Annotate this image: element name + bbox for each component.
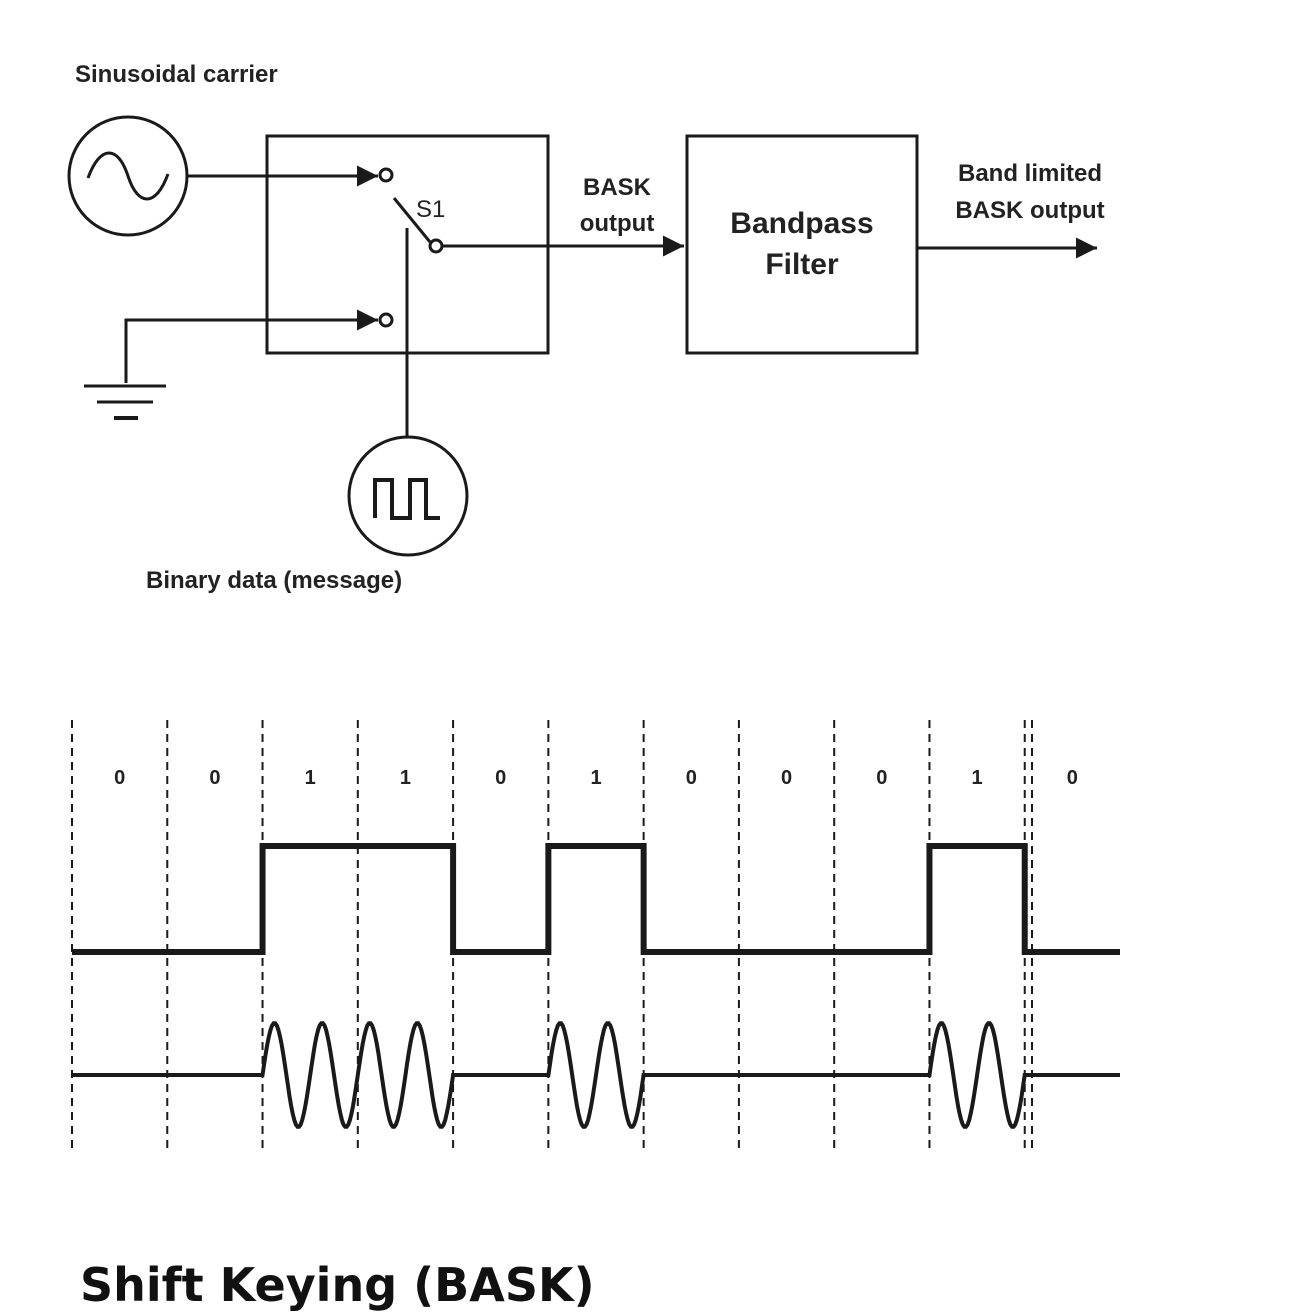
bit-label: 0 [686,767,697,789]
bandpass-filter-label-line1: Bandpass [730,207,873,240]
bit-label: 0 [209,767,220,789]
carrier-source-icon [67,115,189,237]
carrier-label: Sinusoidal carrier [75,61,278,88]
bandpass-filter-block [685,134,919,355]
ground-icon [84,384,166,420]
bit-label: 0 [876,767,887,789]
band-limited-label-line1: Band limited [958,160,1102,187]
bit-label: 1 [590,767,601,789]
bask-figure: Sinusoidal carrier S1 Binary data (messa… [67,61,1120,1312]
bit-label: 0 [781,767,792,789]
switch-terminal-top [378,167,394,183]
bit-label: 1 [400,767,411,789]
switch-terminal-bottom [378,312,394,328]
bit-label: 0 [1067,767,1078,789]
bit-label: 1 [972,767,983,789]
switch-label: S1 [416,196,445,223]
ground-to-switch-arrow [124,309,378,383]
message-square-wave [72,843,1120,955]
band-limited-label-line2: BASK output [955,197,1104,224]
bask-waveform [72,1021,1120,1129]
bit-label: 1 [305,767,316,789]
bandpass-filter-label-line2: Filter [765,248,839,281]
bit-label: 0 [114,767,125,789]
figure-caption: Shift Keying (BASK) [80,1258,595,1312]
diagram-canvas: Sinusoidal carrier S1 Binary data (messa… [67,61,1120,1150]
switch-arm [392,197,432,243]
square-wave-source-icon [347,435,469,557]
bask-output-label-line1: BASK [583,174,652,201]
timing-diagram: 0 0 1 1 0 1 0 0 0 1 0 [71,720,1120,1150]
binary-data-label: Binary data (message) [146,567,402,594]
bask-output-label-line2: output [580,210,655,237]
bit-label: 0 [495,767,506,789]
switch-common-terminal [428,238,444,254]
